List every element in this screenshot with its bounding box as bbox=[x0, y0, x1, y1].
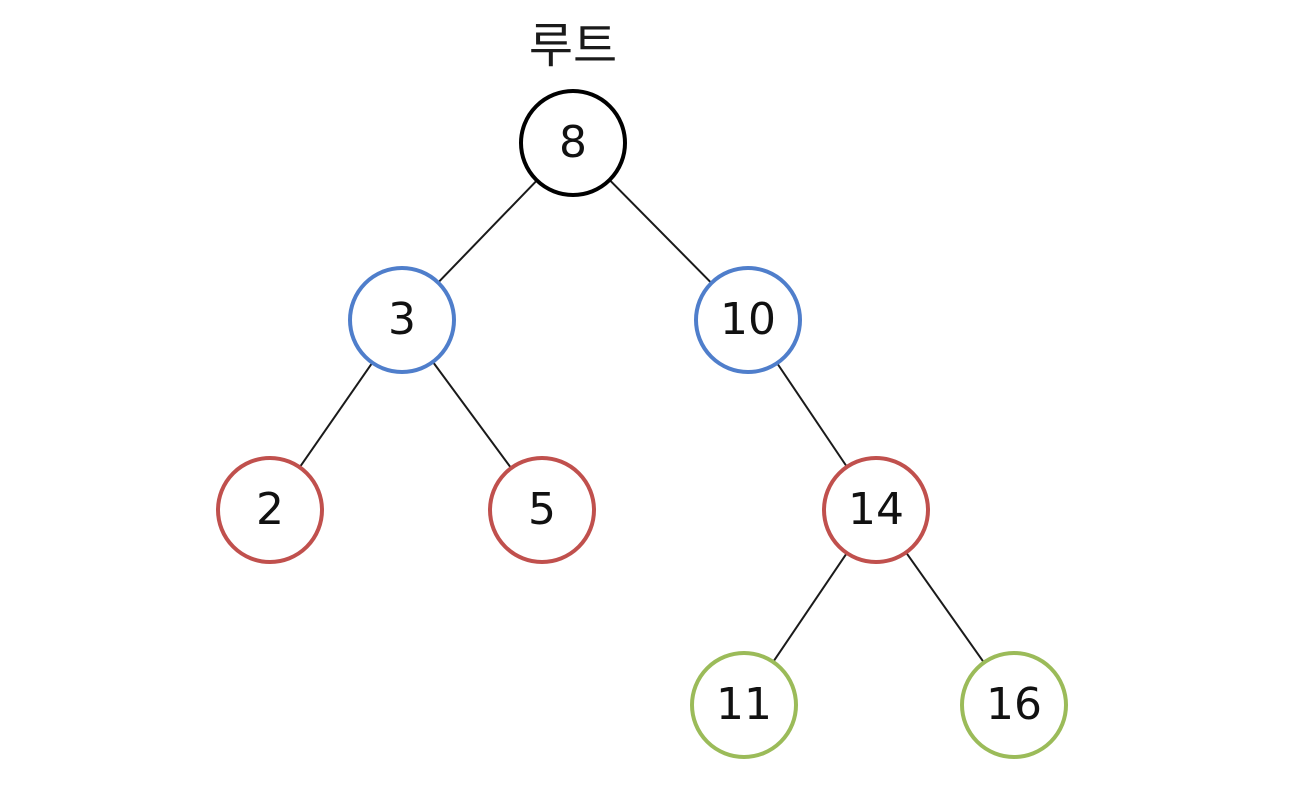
tree-edges bbox=[298, 179, 985, 664]
tree-node-8: 8 bbox=[519, 89, 627, 197]
tree-node-circle bbox=[519, 89, 627, 197]
tree-node-value: 16 bbox=[986, 679, 1042, 730]
tree-node-3: 3 bbox=[348, 266, 456, 374]
tree-node-value: 3 bbox=[388, 294, 416, 345]
tree-node-circle bbox=[488, 456, 596, 564]
tree-node-11: 11 bbox=[690, 651, 798, 759]
tree-node-circle bbox=[694, 266, 802, 374]
tree-node-circle bbox=[348, 266, 456, 374]
tree-node-circle bbox=[960, 651, 1068, 759]
tree-node-circle bbox=[690, 651, 798, 759]
root-label: 루트 bbox=[528, 18, 618, 74]
tree-edge-n8-n3 bbox=[437, 179, 538, 284]
tree-node-14: 14 bbox=[822, 456, 930, 564]
tree-node-16: 16 bbox=[960, 651, 1068, 759]
tree-node-value: 2 bbox=[256, 484, 284, 535]
tree-node-10: 10 bbox=[694, 266, 802, 374]
tree-edge-n8-n10 bbox=[608, 179, 713, 284]
tree-node-value: 5 bbox=[528, 484, 556, 535]
tree-node-value: 8 bbox=[559, 117, 587, 168]
tree-edge-n3-n2 bbox=[298, 362, 374, 468]
tree-node-value: 10 bbox=[720, 294, 776, 345]
tree-nodes: 8 3 10 2 5 14 11 16 bbox=[216, 89, 1068, 759]
tree-node-value: 11 bbox=[716, 679, 772, 730]
tree-node-value: 14 bbox=[848, 484, 904, 535]
tree-edge-n10-n14 bbox=[776, 362, 848, 468]
tree-node-circle bbox=[216, 456, 324, 564]
tree-edge-n14-n11 bbox=[772, 552, 848, 663]
tree-edge-n3-n5 bbox=[432, 361, 512, 469]
tree-node-2: 2 bbox=[216, 456, 324, 564]
tree-node-circle bbox=[822, 456, 930, 564]
tree-node-5: 5 bbox=[488, 456, 596, 564]
tree-edge-n14-n16 bbox=[905, 551, 985, 664]
